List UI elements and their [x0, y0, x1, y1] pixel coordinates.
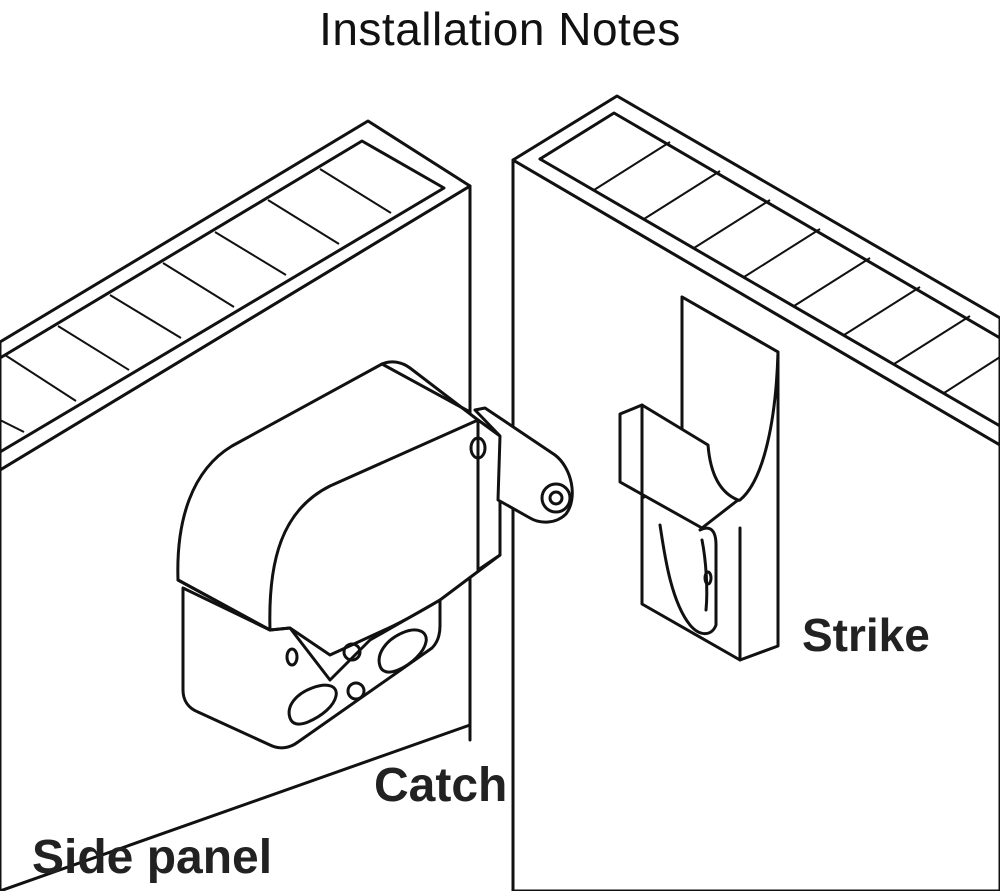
catch-illustration — [176, 360, 574, 750]
side-panel-segments — [0, 168, 392, 433]
catch-slot-hole — [377, 628, 428, 674]
catch-screw-hole — [285, 647, 299, 667]
strike-illustration — [618, 295, 780, 662]
catch-roller — [540, 482, 572, 514]
cabinet-edge-band-bottom — [538, 157, 1000, 428]
strike-hook-block — [618, 403, 740, 530]
catch-notch — [268, 598, 442, 682]
catch-screw-hole — [342, 642, 362, 662]
catch-slot-hole — [287, 683, 338, 726]
catch-pivot-hole — [469, 436, 487, 460]
strike-slot — [658, 523, 718, 636]
catch-screw-hole — [346, 681, 366, 701]
side-panel-edge-band — [0, 139, 446, 454]
cabinet-edge-band-top — [538, 111, 1000, 340]
strike-label: Strike — [802, 609, 930, 661]
diagram-title: Installation Notes — [319, 3, 681, 55]
catch-label: Catch — [374, 759, 508, 812]
side-panel-label: Side panel — [32, 831, 273, 884]
catch-housing-edge — [176, 418, 480, 632]
cabinet-top-face — [511, 94, 1000, 447]
cabinet-segments — [593, 141, 1000, 394]
